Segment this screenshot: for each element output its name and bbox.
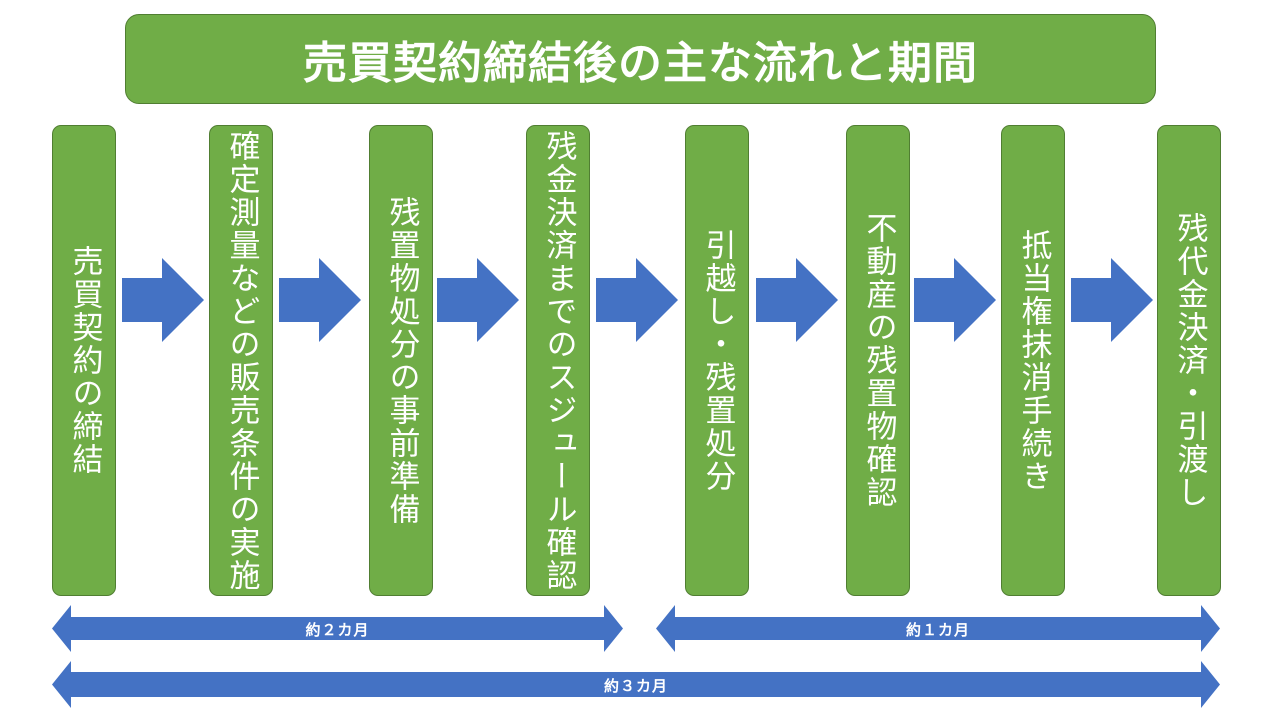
step-label: 残代金決済・引渡し [1171, 212, 1208, 509]
step-label: 引越し・残置処分 [699, 228, 736, 493]
right-arrow-icon [437, 258, 519, 342]
duration-2-months: 約２カ月 [52, 605, 623, 652]
step-handover: 残代金決済・引渡し [1157, 125, 1221, 596]
step-check: 不動産の残置物確認 [846, 125, 910, 596]
step-moving: 引越し・残置処分 [685, 125, 749, 596]
right-arrow-icon [914, 258, 996, 342]
step-disposal-prep: 残置物処分の事前準備 [369, 125, 433, 596]
right-arrow-icon [596, 258, 678, 342]
right-arrow-icon [122, 258, 204, 342]
double-arrow-icon [656, 605, 1220, 652]
right-arrow-icon [279, 258, 361, 342]
double-arrow-icon [52, 661, 1220, 708]
step-label: 不動産の残置物確認 [860, 212, 897, 509]
step-survey: 確定測量などの販売条件の実施 [209, 125, 273, 596]
step-label: 確定測量などの販売条件の実施 [223, 129, 260, 592]
duration-label: 約１カ月 [905, 621, 970, 639]
step-mortgage: 抵当権抹消手続き [1001, 125, 1065, 596]
step-label: 残金決済までのスジュール確認 [540, 129, 577, 592]
diagram-title: 売買契約締結後の主な流れと期間 [125, 14, 1156, 104]
double-arrow-icon [52, 605, 623, 652]
duration-label: 約２カ月 [305, 621, 370, 639]
step-label: 売買契約の締結 [66, 245, 103, 476]
right-arrow-icon [756, 258, 838, 342]
step-schedule: 残金決済までのスジュール確認 [526, 125, 590, 596]
duration-3-months: 約３カ月 [52, 661, 1220, 708]
step-contract: 売買契約の締結 [52, 125, 116, 596]
step-label: 残置物処分の事前準備 [383, 195, 420, 526]
duration-1-month: 約１カ月 [656, 605, 1220, 652]
right-arrow-icon [1071, 258, 1153, 342]
step-label: 抵当権抹消手続き [1015, 228, 1052, 493]
duration-label: 約３カ月 [603, 677, 668, 695]
